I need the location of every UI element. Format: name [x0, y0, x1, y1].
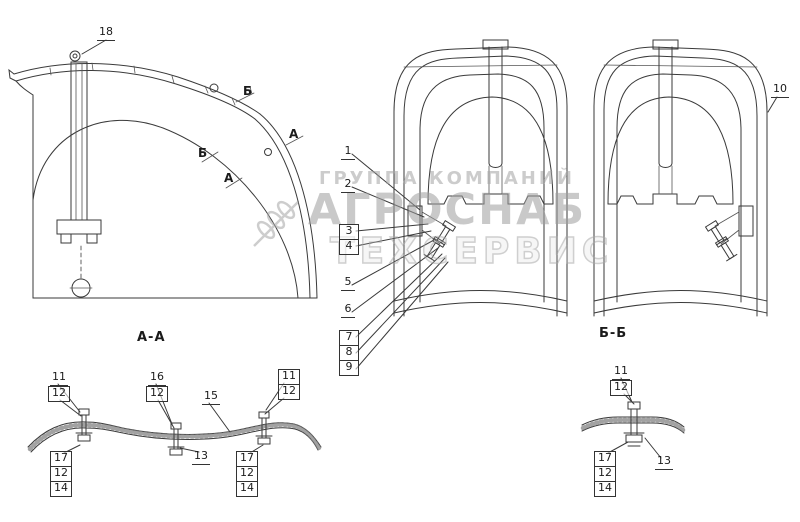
- callout-12-a2[interactable]: 12: [50, 466, 72, 482]
- callout-11-br[interactable]: 11: [612, 364, 630, 380]
- edge-strip-section-right: [580, 401, 686, 447]
- callout-5[interactable]: 5: [341, 275, 355, 291]
- view-marker-a-1: А: [289, 127, 299, 141]
- callout-16[interactable]: 16: [148, 370, 166, 386]
- callout-12-c2[interactable]: 12: [594, 466, 616, 482]
- callout-13-right[interactable]: 13: [655, 454, 673, 470]
- view-marker-b-2: Б: [198, 146, 208, 160]
- callout-10[interactable]: 10: [771, 82, 789, 98]
- callout-13-left[interactable]: 13: [192, 449, 210, 465]
- callout-12-right[interactable]: 12: [278, 384, 300, 400]
- callout-12-left[interactable]: 12: [48, 386, 70, 402]
- callout-4[interactable]: 4: [339, 239, 359, 255]
- callout-14-b[interactable]: 14: [236, 481, 258, 497]
- callout-12-br[interactable]: 12: [610, 380, 632, 396]
- callout-8[interactable]: 8: [339, 345, 359, 361]
- callout-17-c[interactable]: 17: [594, 451, 616, 467]
- callout-14-c[interactable]: 14: [594, 481, 616, 497]
- view-marker-b-1: Б: [243, 84, 253, 98]
- callout-7[interactable]: 7: [339, 330, 359, 346]
- callout-11-left[interactable]: 11: [50, 370, 68, 386]
- callout-15[interactable]: 15: [202, 389, 220, 405]
- callout-2[interactable]: 2: [341, 177, 355, 193]
- section-label-bb: Б-Б: [599, 326, 628, 341]
- callout-12-b2[interactable]: 12: [236, 466, 258, 482]
- leader-lines: [57, 39, 778, 459]
- edge-strip-section-left: [27, 408, 322, 456]
- section-label-aa: А-А: [137, 330, 166, 345]
- fender-front-arch: [393, 39, 568, 317]
- fender-side-view: [8, 50, 318, 299]
- callout-6[interactable]: 6: [341, 302, 355, 318]
- callout-3[interactable]: 3: [339, 224, 359, 240]
- callout-1[interactable]: 1: [341, 144, 355, 160]
- view-marker-a-2: А: [224, 171, 234, 185]
- callout-14-a[interactable]: 14: [50, 481, 72, 497]
- callout-11-right[interactable]: 11: [278, 369, 300, 385]
- callout-18[interactable]: 18: [97, 25, 115, 41]
- callout-9[interactable]: 9: [339, 360, 359, 376]
- callout-12-mid[interactable]: 12: [146, 386, 168, 402]
- fender-front-arch-mirror: [593, 39, 768, 317]
- callout-17-a[interactable]: 17: [50, 451, 72, 467]
- callout-17-b[interactable]: 17: [236, 451, 258, 467]
